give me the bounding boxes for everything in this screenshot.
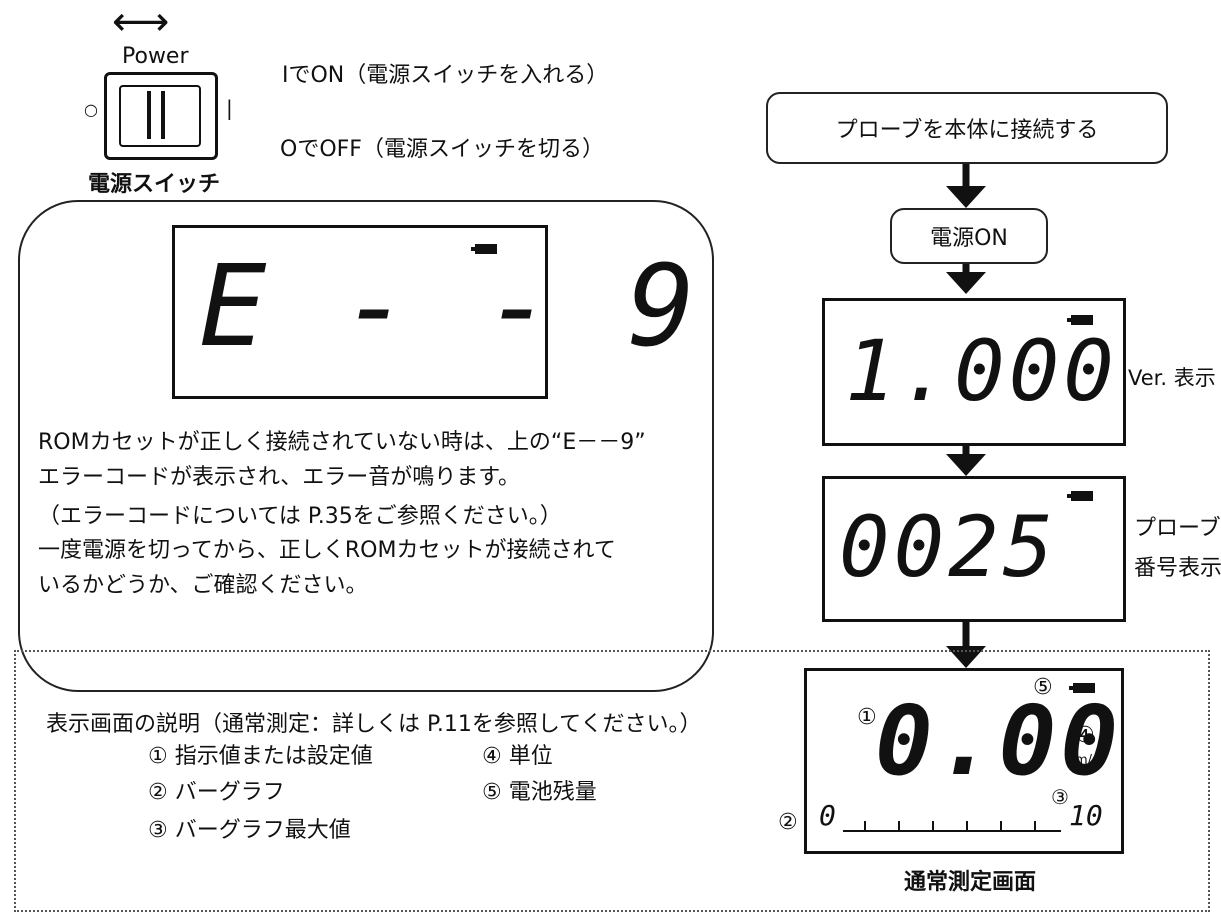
bar-graph [843,821,1061,832]
bar-max-label: 10 [1069,799,1103,832]
error-panel [18,200,714,692]
probe-label-1: プローブ [1134,516,1221,541]
battery-icon [1069,683,1095,693]
legend-title: 表示画面の説明（通常測定：詳しくは P.11を参照してください。） [46,712,702,737]
battery-icon [1067,315,1093,325]
legend-item-3: ③ バーグラフ最大値 [148,818,351,843]
marker-5: ⑤ [1033,675,1053,700]
flow-step-power-on: 電源ON [890,208,1048,264]
marker-4: ④ [1075,723,1095,748]
lcd-probe-display: 0025 [822,476,1126,622]
error-line-5: いるかどうか、ご確認ください。 [38,573,368,598]
marker-2: ② [778,810,798,835]
error-line-1: ROMカセットが正しく接続されていない時は、上の“E－－9” [38,430,646,455]
probe-label-2: 番号表示 [1134,556,1221,581]
power-switch-caption: 電源スイッチ [88,172,221,197]
lcd-measurement-display: ⑤ ① 0.00 ④ m/s ③ 0 10 [804,668,1124,854]
lcd-error-code: E - - 9 [199,242,700,372]
lcd-probe-value: 0025 [839,498,1058,596]
power-label: Power [122,44,189,69]
lcd-version-display: 1.000 [822,298,1126,446]
legend-item-1: ① 指示値または設定値 [148,744,373,769]
lcd-measurement-value: 0.00 [875,685,1123,797]
lcd-version-value: 1.000 [845,322,1118,420]
lcd-error-display: E - - 9 [172,225,695,399]
power-off-text: OでOFF（電源スイッチを切る） [280,137,604,162]
power-off-mark: ○ [84,100,98,119]
bar-min-label: 0 [819,799,840,832]
error-line-2: エラーコードが表示され、エラー音が鳴ります。 [38,465,521,490]
power-on-mark: | [226,96,233,120]
battery-icon [1067,491,1093,501]
legend-item-4: ④ 単位 [482,744,553,769]
battery-icon [471,244,497,254]
error-line-3: （エラーコードについては P.35をご参照ください。） [38,504,562,529]
error-line-4: 一度電源を切ってから、正しくROMカセットが接続されて [38,538,616,563]
measurement-caption: 通常測定画面 [904,870,1037,895]
power-arrow: ⟷ [112,0,170,45]
legend-item-2: ② バーグラフ [148,780,285,805]
flow-step-connect-probe: プローブを本体に接続する [766,92,1168,164]
version-label: Ver. 表示 [1128,366,1216,390]
marker-1: ① [857,705,877,730]
unit-label: m/s [1075,753,1099,768]
legend-item-5: ⑤ 電池残量 [482,780,597,805]
marker-3: ③ [1051,785,1069,809]
power-switch-icon[interactable] [104,72,218,160]
power-on-text: IでON（電源スイッチを入れる） [282,63,609,88]
legend-area [14,650,1210,912]
